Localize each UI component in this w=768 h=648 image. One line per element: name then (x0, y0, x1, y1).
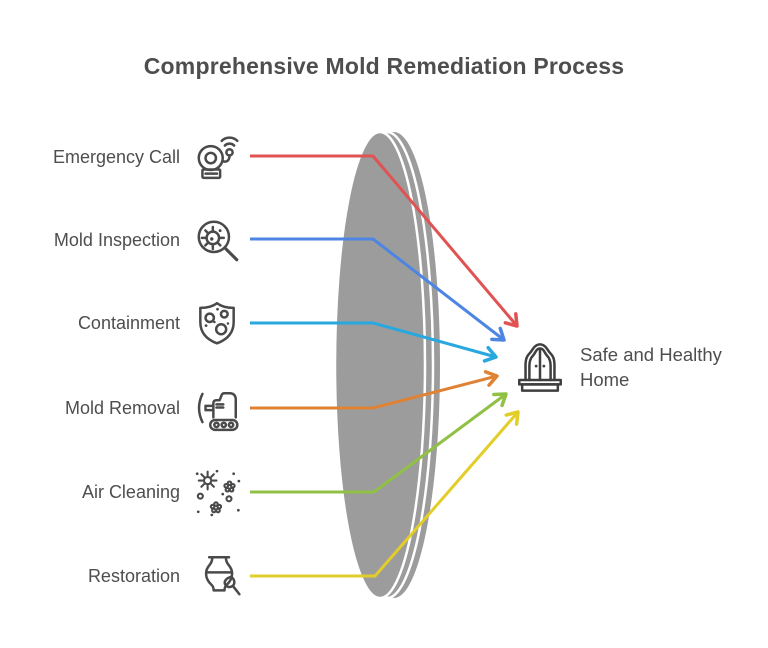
air-particles-icon (192, 467, 242, 517)
step-label: Mold Inspection (53, 229, 180, 250)
containment-shield-icon (192, 298, 242, 348)
step-row-emergency-call: Emergency Call (0, 131, 242, 183)
mold-spore-magnifier-icon (192, 215, 242, 265)
connector-restoration (250, 410, 520, 578)
connector-containment (250, 321, 498, 363)
step-label: Restoration (87, 565, 180, 586)
connector-mold-inspection (250, 237, 506, 342)
step-row-restoration: Restoration (0, 550, 242, 602)
page-title: Comprehensive Mold Remediation Process (143, 53, 625, 79)
connector-mold-removal (250, 370, 499, 410)
safe-home-icon (513, 340, 567, 396)
step-label: Emergency Call (52, 146, 180, 167)
outcome-group: Safe and Healthy Home (513, 340, 742, 396)
alarm-bell-icon (192, 132, 242, 182)
flower-sparkle (209, 501, 223, 514)
step-row-mold-inspection: Mold Inspection (0, 214, 242, 266)
outcome-label: Safe and Healthy Home (580, 344, 722, 390)
step-row-air-cleaning: Air Cleaning (0, 466, 242, 518)
step-row-containment: Containment (0, 297, 242, 349)
step-row-mold-removal: Mold Removal (0, 382, 242, 434)
funnel-lens (333, 130, 440, 600)
connector-air-cleaning (250, 392, 508, 494)
removal-machine-icon (192, 383, 242, 433)
connector-emergency-call (250, 154, 519, 328)
step-label: Air Cleaning (81, 481, 180, 502)
step-label: Containment (77, 312, 180, 333)
step-label: Mold Removal (64, 397, 180, 418)
flower-sparkle (223, 480, 236, 493)
vase-brush-icon (192, 551, 242, 601)
